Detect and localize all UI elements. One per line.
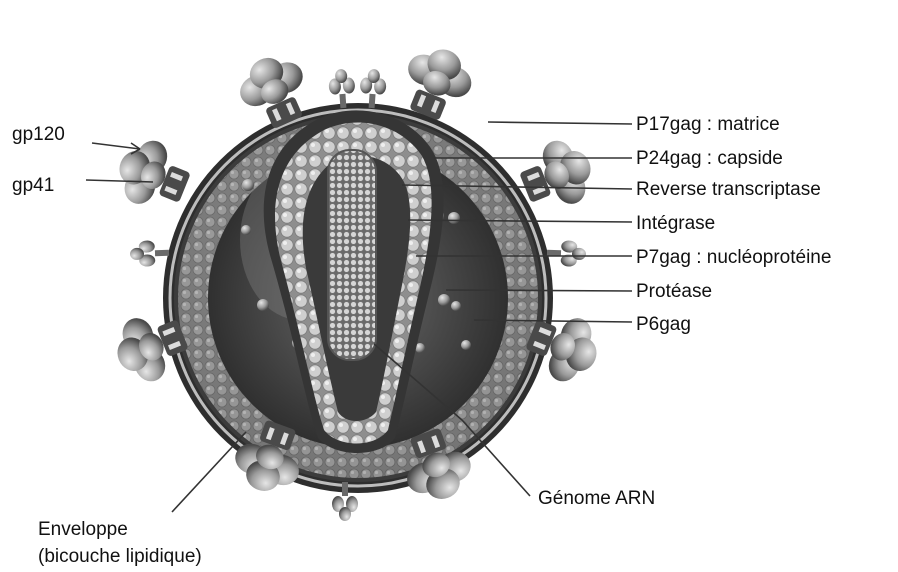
label-envelope-line1: Enveloppe xyxy=(38,519,128,540)
label-gp41: gp41 xyxy=(12,175,54,196)
label-integrase: Intégrase xyxy=(636,213,715,234)
label-rt: Reverse transcriptase xyxy=(636,179,821,200)
label-p6: P6gag xyxy=(636,314,691,335)
label-p17: P17gag : matrice xyxy=(636,114,780,135)
label-gp120: gp120 xyxy=(12,124,65,145)
label-genome: Génome ARN xyxy=(538,488,655,509)
leader-envelope xyxy=(172,432,246,512)
label-p24: P24gag : capside xyxy=(636,148,783,169)
label-p7: P7gag : nucléoprotéine xyxy=(636,247,831,268)
virion xyxy=(106,38,607,521)
rna-core xyxy=(328,150,376,360)
label-envelope-line2: (bicouche lipidique) xyxy=(38,546,202,567)
leader-protease xyxy=(446,290,632,291)
leader-p17 xyxy=(488,122,632,124)
label-protease: Protéase xyxy=(636,281,712,302)
